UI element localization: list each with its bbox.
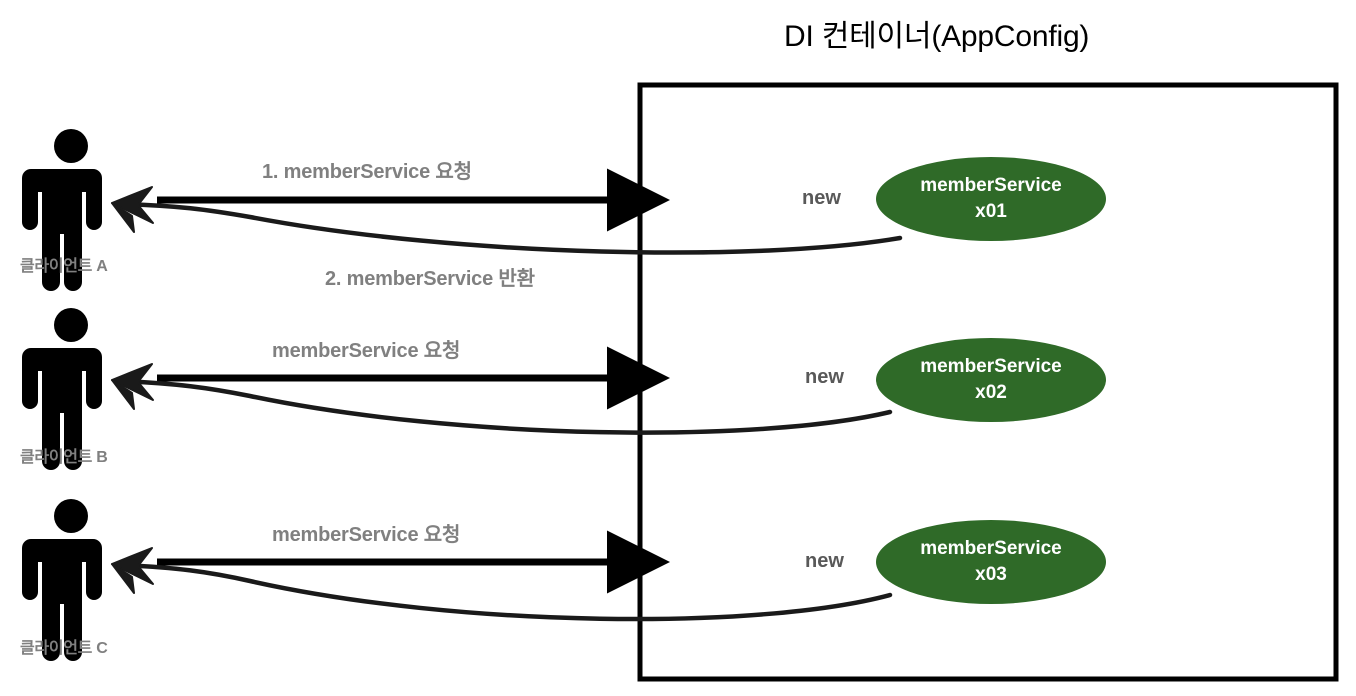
return-arrowhead-3 (111, 547, 154, 594)
new-label-2: new (805, 366, 844, 388)
return-arrowhead-2 (111, 363, 154, 410)
client-label-b: 클라이언트 B (20, 449, 108, 466)
new-label-3: new (805, 550, 844, 572)
bean-name-3: memberService (920, 538, 1062, 559)
bean-label-2: memberService x02 (876, 354, 1106, 405)
bean-instance-1: x01 (975, 200, 1007, 222)
person-icon (22, 129, 102, 291)
bean-ellipse-1 (876, 157, 1106, 241)
person-icon (22, 308, 102, 470)
client-label-a: 클라이언트 A (20, 258, 108, 275)
return-curve-1 (115, 201, 903, 255)
bean-name-1: memberService (920, 175, 1062, 196)
bean-ellipse-3 (876, 520, 1106, 604)
bean-label-3: memberService x03 (876, 536, 1106, 587)
return-label-1: 2. memberService 반환 (325, 268, 535, 290)
return-curve-3 (115, 562, 893, 622)
request-label-1: 1. memberService 요청 (262, 161, 472, 183)
page-title: DI 컨테이너(AppConfig) (784, 20, 1090, 53)
person-icon (22, 499, 102, 661)
bean-ellipse-2 (876, 338, 1106, 422)
return-arrowhead-1 (111, 186, 154, 233)
request-label-2: memberService 요청 (272, 340, 461, 362)
bean-instance-2: x02 (975, 381, 1007, 403)
bean-instance-3: x03 (975, 563, 1007, 585)
client-label-c: 클라이언트 C (20, 640, 108, 657)
bean-name-2: memberService (920, 356, 1062, 377)
return-curve-2 (115, 378, 893, 435)
request-label-3: memberService 요청 (272, 524, 461, 546)
new-label-1: new (802, 187, 841, 209)
bean-label-1: memberService x01 (876, 173, 1106, 224)
